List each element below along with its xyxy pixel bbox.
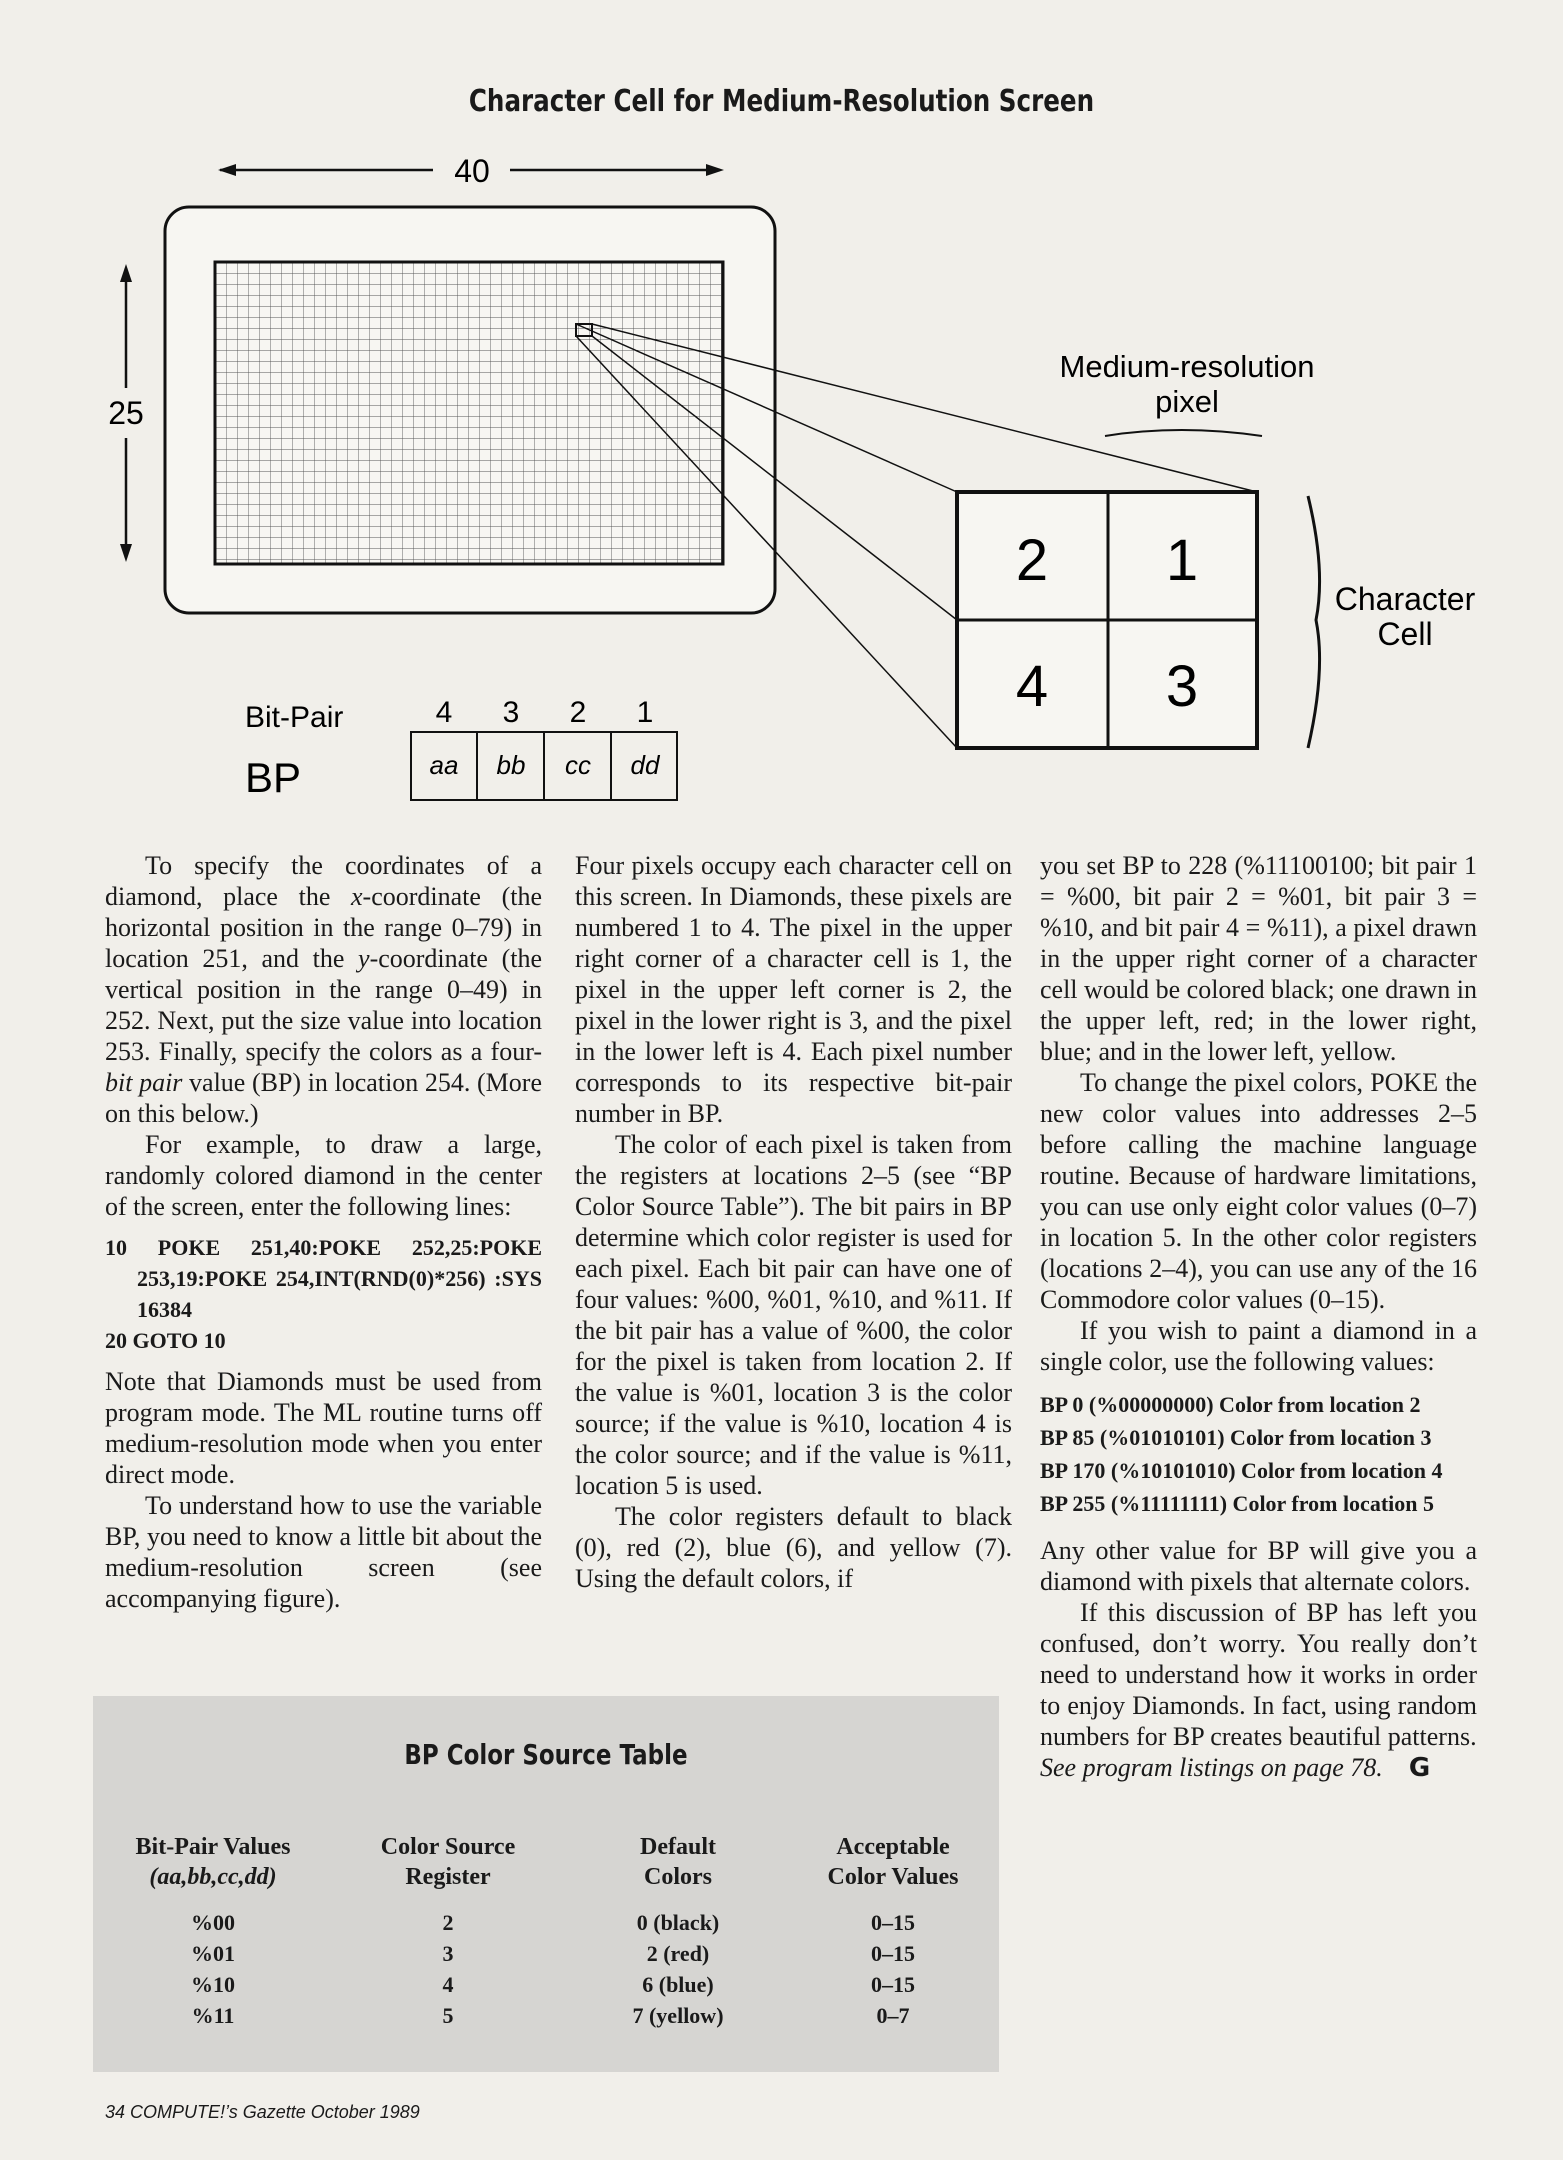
width-label: 40 — [454, 153, 490, 189]
col2-paragraph-3: The color registers default to black (0)… — [575, 1502, 1012, 1593]
page-footer: 34 COMPUTE!’s Gazette October 1989 — [105, 2102, 420, 2122]
character-cell-diagram: 40 25 Medium-resolution pixel 2 1 4 3 Ch… — [108, 153, 1476, 801]
code-line-20: 20 GOTO 10 — [105, 1328, 226, 1353]
table-title: BP Color Source Table — [404, 1738, 688, 1771]
col2-paragraph-2: The color of each pixel is taken from th… — [575, 1130, 1012, 1500]
column-3: you set BP to 228 (%11100100; bit pair 1… — [1040, 850, 1477, 1784]
highlighted-cell — [575, 323, 593, 337]
bit-number-3: 3 — [503, 696, 520, 729]
pixel-number-4: 4 — [1016, 654, 1048, 719]
projection-lines — [575, 323, 1258, 749]
pixel-brace — [1104, 429, 1263, 437]
height-arrow — [120, 264, 132, 562]
col3-paragraph-1: you set BP to 228 (%11100100; bit pair 1… — [1040, 851, 1477, 1066]
height-label: 25 — [108, 395, 144, 431]
see-program-listings: See program listings on page 78. G — [1040, 1753, 1431, 1783]
pixel-number-1: 1 — [1166, 528, 1198, 593]
col3-paragraph-5: If this discussion of BP has left you co… — [1040, 1598, 1477, 1751]
bit-field-bb: bb — [497, 750, 526, 780]
code-listing: 10 POKE 251,40:POKE 252,25:POKE 253,19:P… — [105, 1232, 542, 1356]
col2-paragraph-1: Four pixels occupy each character cell o… — [575, 851, 1012, 1128]
bitpair-label: Bit-Pair — [245, 701, 343, 734]
col1-paragraph-4: To understand how to use the variable BP… — [105, 1491, 542, 1613]
cell-brace — [1306, 495, 1322, 749]
col3-paragraph-2: To change the pixel colors, POKE the new… — [1040, 1068, 1477, 1314]
column-2: Four pixels occupy each character cell o… — [575, 850, 1012, 1594]
bit-field-dd: dd — [631, 750, 661, 780]
bit-field-aa: aa — [430, 750, 459, 780]
bp-value-item: BP 0 (%00000000) Color from location 2 — [1040, 1392, 1421, 1417]
col3-paragraph-3: If you wish to paint a diamond in a sing… — [1040, 1316, 1477, 1376]
col1-paragraph-3: Note that Diamonds must be used from pro… — [105, 1367, 542, 1489]
bp-color-source-table: BP Color Source Table Bit-Pair Values(aa… — [93, 1696, 999, 2072]
end-mark: G — [1408, 1753, 1431, 1783]
pixel-label-line2: pixel — [1155, 384, 1219, 419]
code-line-10: 10 POKE 251,40:POKE 252,25:POKE 253,19:P… — [105, 1235, 542, 1322]
cell-label-line1: Character — [1335, 581, 1476, 617]
figure-title: Character Cell for Medium-Resolution Scr… — [468, 84, 1095, 119]
col1-paragraph-1: To specify the coordinates of a diamond,… — [105, 851, 543, 1128]
bit-number-1: 1 — [637, 696, 654, 729]
bp-values-list: BP 0 (%00000000) Color from location 2 B… — [1040, 1389, 1477, 1519]
bit-number-2: 2 — [570, 696, 587, 729]
screen-grid — [213, 260, 725, 566]
pixel-number-2: 2 — [1016, 528, 1048, 593]
bp-value-item: BP 85 (%01010101) Color from location 3 — [1040, 1425, 1432, 1450]
enlarged-character-cell — [955, 490, 1259, 750]
bp-label: BP — [245, 754, 301, 801]
header-bit-pair-values: Bit-Pair Values(aa,bb,cc,dd) — [135, 1834, 291, 1890]
bp-value-item: BP 170 (%10101010) Color from location 4 — [1040, 1458, 1443, 1483]
bit-pair-boxes — [410, 731, 678, 801]
pixel-number-3: 3 — [1166, 654, 1198, 719]
col1-paragraph-2: For example, to draw a large, randomly c… — [105, 1130, 542, 1221]
bp-value-item: BP 255 (%11111111) Color from location 5 — [1040, 1491, 1434, 1516]
cell-label-line2: Cell — [1377, 616, 1432, 652]
bit-field-cc: cc — [565, 750, 591, 780]
col3-paragraph-4: Any other value for BP will give you a d… — [1040, 1536, 1477, 1596]
column-1: To specify the coordinates of a diamond,… — [105, 850, 542, 1614]
bit-number-4: 4 — [436, 696, 453, 729]
pixel-label-line1: Medium-resolution — [1060, 349, 1315, 384]
width-arrow — [218, 164, 724, 176]
